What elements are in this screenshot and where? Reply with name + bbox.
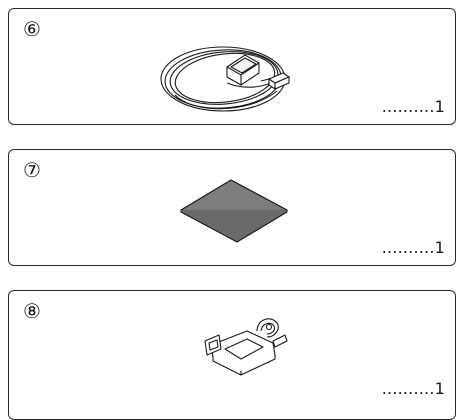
accessory-parts-page: { "parts": [ { "number": "⑥", "quantity"… [8, 8, 456, 420]
part-6-box: ⑥ ..........1 [8, 8, 456, 125]
part-number-6: ⑥ [23, 17, 41, 41]
quantity-8: ..........1 [381, 379, 445, 398]
part-number-7: ⑦ [23, 158, 41, 182]
quantity-6: ..........1 [381, 97, 445, 116]
part-7-box: ⑦ ..........1 [8, 149, 456, 266]
part-number-8: ⑧ [23, 299, 41, 323]
metal-plate-icon [180, 179, 288, 243]
part-8-box: ⑧ ..........1 [8, 290, 456, 420]
cord-clamp-icon [204, 318, 288, 376]
quantity-7: ..........1 [381, 238, 445, 257]
gps-antenna-icon [160, 46, 291, 112]
